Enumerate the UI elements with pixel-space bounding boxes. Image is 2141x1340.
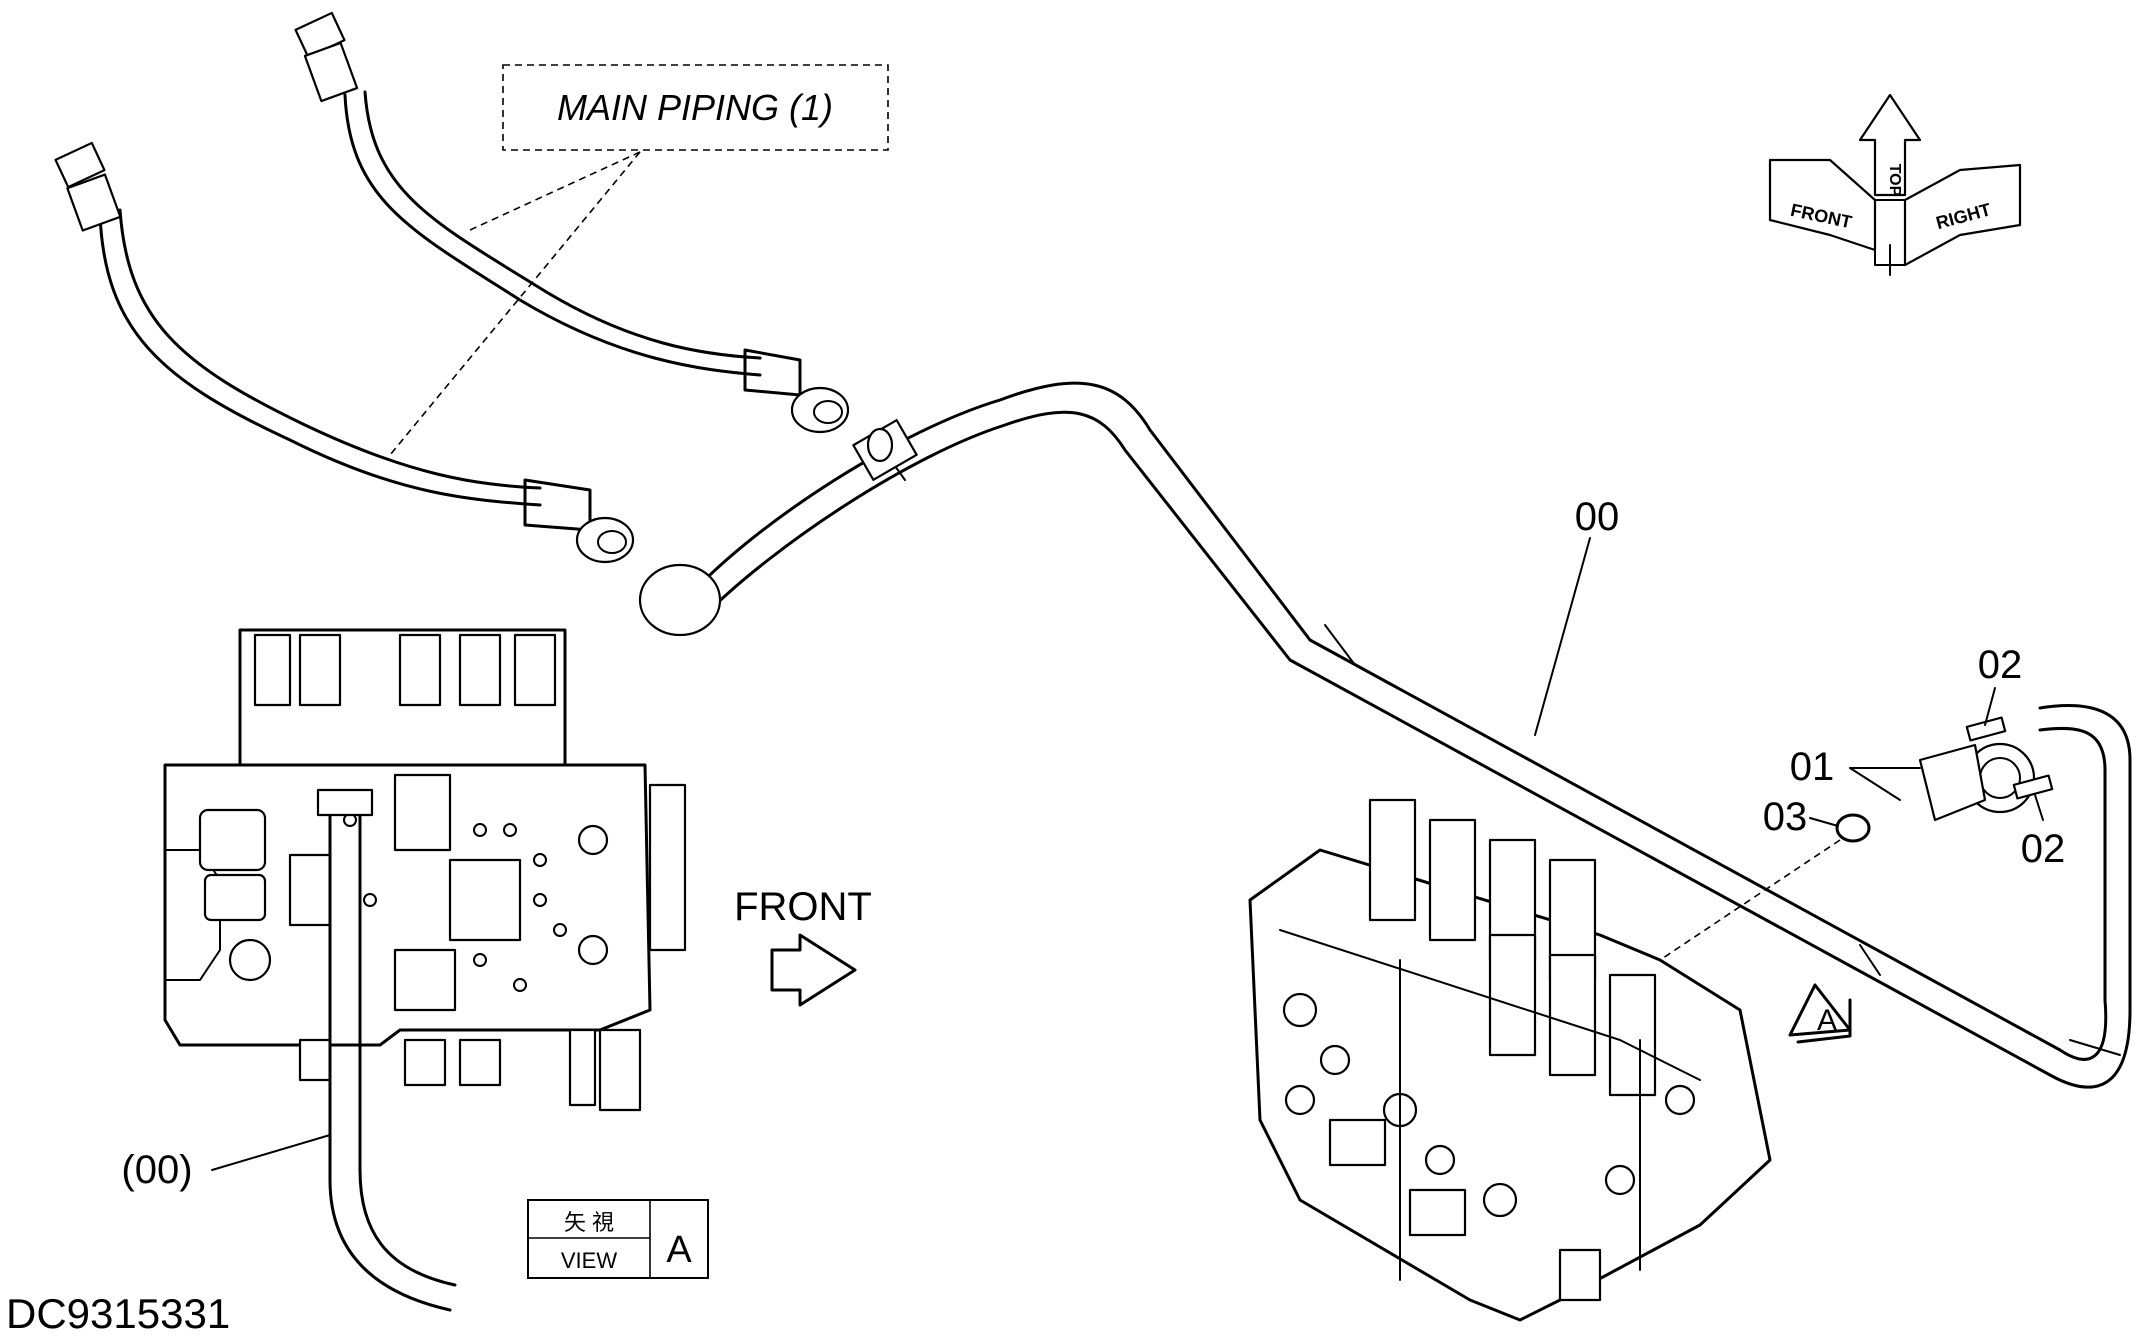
orientation-cube: FRONT RIGHT TOP bbox=[1768, 93, 2022, 276]
control-valve-iso bbox=[1248, 798, 1772, 1322]
view-box-label: VIEW bbox=[561, 1248, 617, 1273]
front-arrow-icon bbox=[770, 933, 857, 1007]
callout-03: 03 bbox=[1763, 795, 1808, 839]
oring-03 bbox=[1835, 813, 1871, 843]
callout-00: 00 bbox=[1575, 495, 1620, 539]
main-piping-reference: MAIN PIPING (1) bbox=[389, 64, 889, 456]
view-box-letter: A bbox=[666, 1229, 692, 1271]
leader-02-upper bbox=[1984, 687, 1996, 726]
flange-assembly bbox=[1659, 716, 2054, 961]
leader-01-b bbox=[1849, 767, 1901, 801]
leader-00 bbox=[1534, 537, 1591, 736]
view-arrow-icon bbox=[1788, 983, 1852, 1037]
main-piping-label: MAIN PIPING (1) bbox=[557, 87, 833, 128]
bolt-02-bottom bbox=[2012, 774, 2054, 800]
drawing-number: DC9315331 bbox=[6, 1290, 230, 1335]
split-flange-01 bbox=[1918, 743, 1987, 822]
callout-02-upper: 02 bbox=[1978, 643, 2023, 687]
callout-02-lower: 02 bbox=[2021, 827, 2066, 871]
hose-upper bbox=[294, 11, 850, 434]
leader-00-view bbox=[211, 1134, 331, 1171]
main-piping-box bbox=[502, 64, 889, 151]
view-box-kanji: 矢 視 bbox=[564, 1210, 614, 1235]
control-valve-view-a bbox=[163, 628, 687, 1312]
callout-00-view: (00) bbox=[121, 1148, 192, 1192]
view-marker-a: A bbox=[1788, 983, 1852, 1044]
leader-02-lower bbox=[2034, 794, 2044, 821]
bolt-02-top bbox=[1965, 716, 2007, 742]
leader-dash-2 bbox=[389, 151, 641, 456]
callout-01: 01 bbox=[1790, 745, 1835, 789]
pipe-00 bbox=[638, 381, 2132, 1089]
leader-dash-1 bbox=[469, 151, 641, 231]
oring-dash-leader bbox=[1659, 839, 1841, 961]
view-box-frame bbox=[527, 1199, 709, 1279]
callouts: 00 01 02 02 03 (00) bbox=[121, 495, 2065, 1192]
view-box: 矢 視 VIEW A bbox=[527, 1199, 709, 1279]
cube-top-label: TOP bbox=[1886, 164, 1903, 197]
view-marker-letter: A bbox=[1817, 1004, 1837, 1037]
front-direction: FRONT bbox=[734, 885, 872, 1007]
leader-03 bbox=[1809, 817, 1839, 827]
front-label: FRONT bbox=[734, 885, 872, 929]
hose-lower bbox=[54, 141, 635, 564]
